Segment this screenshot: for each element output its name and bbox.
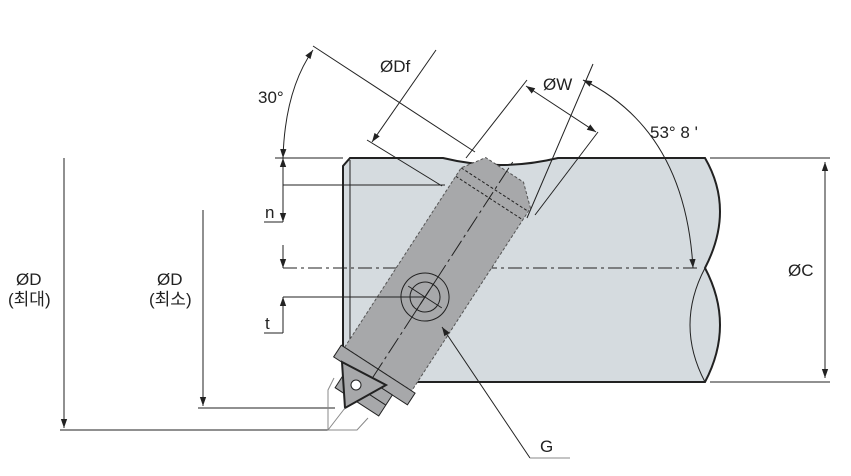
- dia-d-min-note: (최소): [149, 290, 192, 309]
- adjust-screw-outer: [400, 272, 450, 322]
- cutting-insert: [340, 360, 389, 410]
- angle-30-label: 30°: [258, 88, 284, 107]
- dia-d-min-label: ØD: [157, 270, 183, 289]
- dia-c-label: ØC: [788, 261, 814, 280]
- insert-screw-icon: [350, 379, 362, 391]
- tool-axis: [356, 158, 516, 403]
- t-label: t: [265, 314, 270, 333]
- dia-d-max-label: ØD: [16, 270, 42, 289]
- dia-df-label: ØDf: [380, 57, 411, 76]
- n-label: n: [265, 203, 274, 222]
- angle-53-label: 53° 8 ': [650, 123, 698, 142]
- dia-w-label: ØW: [543, 75, 572, 94]
- dia-d-max-note: (최대): [8, 290, 51, 309]
- bore-arc: [689, 267, 706, 383]
- g-label: G: [540, 437, 553, 456]
